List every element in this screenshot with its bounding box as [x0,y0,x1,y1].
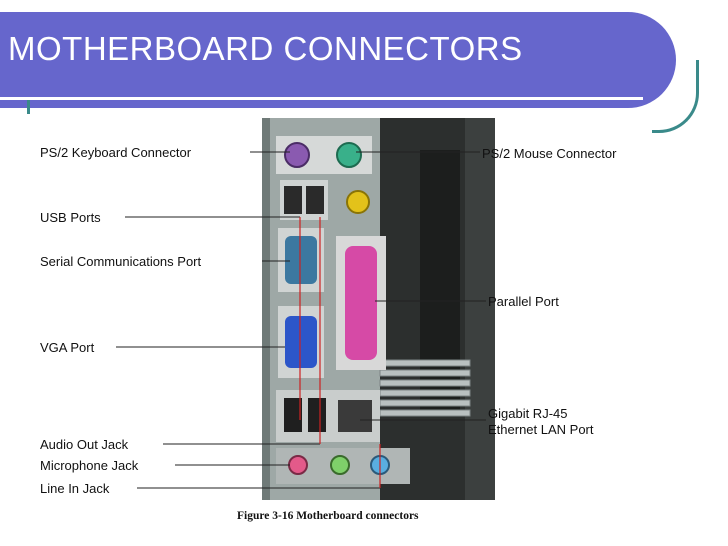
label-serial-port: Serial Communications Port [40,254,202,269]
capacitor [346,190,370,214]
figure-caption: Figure 3-16 Motherboard connectors [237,510,419,522]
label-ps2-mouse: PS/2 Mouse Connector [482,146,617,161]
ps2-keyboard-port [284,142,310,168]
usb-port-1 [284,186,302,214]
ps2-mouse-port [336,142,362,168]
usb-port-3 [284,398,302,432]
board-shadow [465,118,495,500]
label-microphone-jack: Microphone Jack [40,458,139,473]
label-ps2-keyboard: PS/2 Keyboard Connector [40,145,192,160]
microphone-jack [288,455,308,475]
leader-lines [116,151,486,489]
label-gigabit-line2: Ethernet LAN Port [488,422,594,437]
serial-port [285,236,317,284]
slide-title: MOTHERBOARD CONNECTORS [8,30,523,67]
board-slot [420,150,460,410]
motherboard-illustration [116,118,495,500]
label-gigabit-line1: Gigabit RJ-45 [488,406,568,421]
io-panel-edge [262,118,270,500]
label-audio-out-jack: Audio Out Jack [40,437,129,452]
label-line-in-jack: Line In Jack [40,481,110,496]
title-bar [0,12,676,108]
label-usb-ports: USB Ports [40,210,101,225]
rj45-port [338,400,372,432]
usb-port-4 [308,398,326,432]
title-underline [0,97,643,100]
left-accent-tick [27,100,30,114]
usb-port-2 [306,186,324,214]
label-parallel-port: Parallel Port [488,294,559,309]
parallel-port [345,246,377,360]
leader-red-paths [299,217,381,488]
audio-out-jack [330,455,350,475]
vga-port [285,316,317,368]
label-vga-port: VGA Port [40,340,95,355]
